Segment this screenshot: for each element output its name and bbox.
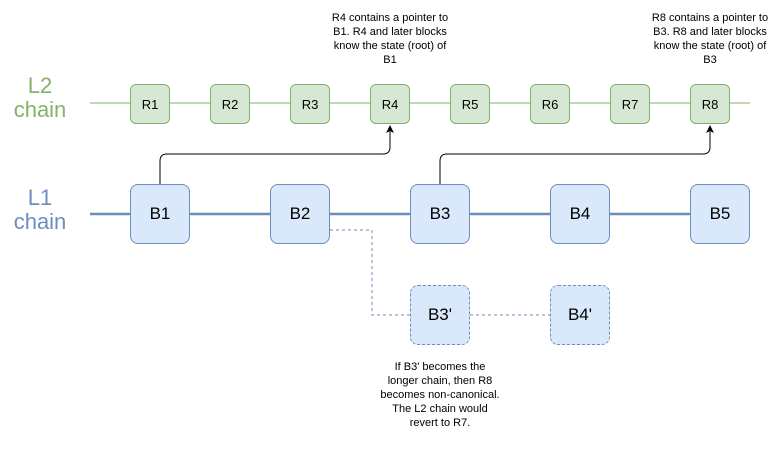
note-r8-pointer: R8 contains a pointer to B3. R8 and late…: [651, 12, 769, 66]
l1-block-b3: B3: [410, 184, 470, 244]
l2-block-r7: R7: [610, 84, 650, 124]
l2-block-r5: R5: [450, 84, 490, 124]
l1-block-b5: B5: [690, 184, 750, 244]
note-fork-reorg: If B3' becomes the longer chain, then R8…: [380, 361, 500, 429]
fork-block-b4-prime: B4': [550, 285, 610, 345]
l2-block-r6: R6: [530, 84, 570, 124]
l2-block-r2: R2: [210, 84, 250, 124]
fork-block-b3-prime: B3': [410, 285, 470, 345]
fork-connector: [330, 229, 410, 316]
l2-block-r1: R1: [130, 84, 170, 124]
l1-label-line2: chain: [13, 209, 67, 234]
pointer-b3-to-r8: [439, 125, 714, 184]
l2-block-r3: R3: [290, 84, 330, 124]
l2-block-r4: R4: [370, 84, 410, 124]
note-r4-pointer: R4 contains a pointer to B1. R4 and late…: [331, 12, 449, 66]
l1-block-b1: B1: [130, 184, 190, 244]
l1-block-b2: B2: [270, 184, 330, 244]
l1-block-b4: B4: [550, 184, 610, 244]
l2-block-r8: R8: [690, 84, 730, 124]
l2-chain-label: L2 chain: [0, 74, 80, 122]
l1-chain-label: L1 chain: [0, 186, 80, 234]
pointer-b1-to-r4: [159, 125, 394, 184]
l2-label-line1: L2: [27, 73, 53, 98]
l1-label-line1: L1: [27, 185, 53, 210]
l2-label-line2: chain: [13, 97, 67, 122]
